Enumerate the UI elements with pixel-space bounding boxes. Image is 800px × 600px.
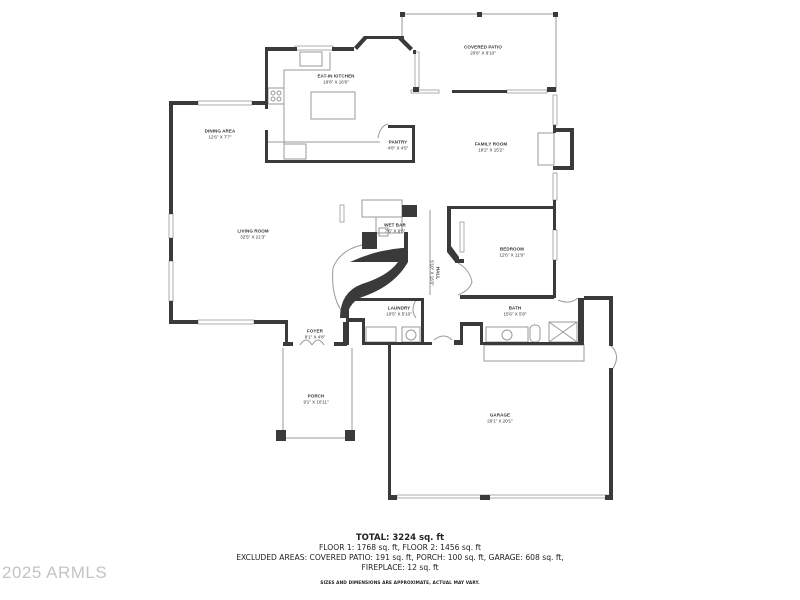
disclaimer: SIZES AND DIMENSIONS ARE APPROXIMATE, AC… (320, 581, 480, 586)
room-label-eat-in-kitchen: EAT-IN KITCHEN 19'8" X 16'6" (317, 73, 355, 84)
room-label-foyer: FOYER 8'1" X 4'8" (304, 328, 326, 339)
room-label-covered-patio: COVERED PATIO 20'6" X 8'10" (464, 44, 502, 55)
area-summary: TOTAL: 3224 sq. ft FLOOR 1: 1768 sq. ft,… (0, 533, 800, 586)
room-label-living-room: LIVING ROOM 32'5" X 21'3" (237, 228, 269, 239)
floor-areas: FLOOR 1: 1768 sq. ft, FLOOR 2: 1456 sq. … (318, 543, 482, 552)
floor-plan: COVERED PATIO 20'6" X 8'10" EAT-IN KITCH… (168, 12, 617, 500)
room-label-laundry: LAUNDRY 10'5" X 5'10" (386, 305, 412, 316)
excluded-areas: EXCLUDED AREAS: COVERED PATIO: 191 sq. f… (236, 553, 564, 562)
total-area: TOTAL: 3224 sq. ft (355, 533, 445, 543)
watermark: 2025 ARMLS (2, 563, 108, 582)
room-label-garage: GARAGE 29'1" X 20'1" (487, 412, 513, 423)
room-label-bath: BATH 15'6" X 5'8" (503, 305, 527, 316)
room-label-dining-area: DINING AREA 12'6" X 7'7" (204, 128, 236, 139)
room-label-bedroom: BEDROOM 12'6" X 11'9" (499, 246, 525, 257)
room-label-porch: PORCH 9'1" X 10'11" (303, 393, 329, 404)
room-label-pantry: PANTRY 4'8" X 4'5" (387, 139, 409, 150)
floor-plan-drawing (168, 12, 617, 500)
room-label-wet-bar: WET BAR 7'6" X 6'5" (384, 222, 406, 233)
room-label-hall: HALL 5'10" X 16'3" (430, 260, 441, 286)
excluded-areas-continued: FIREPLACE: 12 sq. ft (361, 563, 439, 572)
room-label-family-room: FAMILY ROOM 18'2" X 15'2" (474, 141, 508, 152)
